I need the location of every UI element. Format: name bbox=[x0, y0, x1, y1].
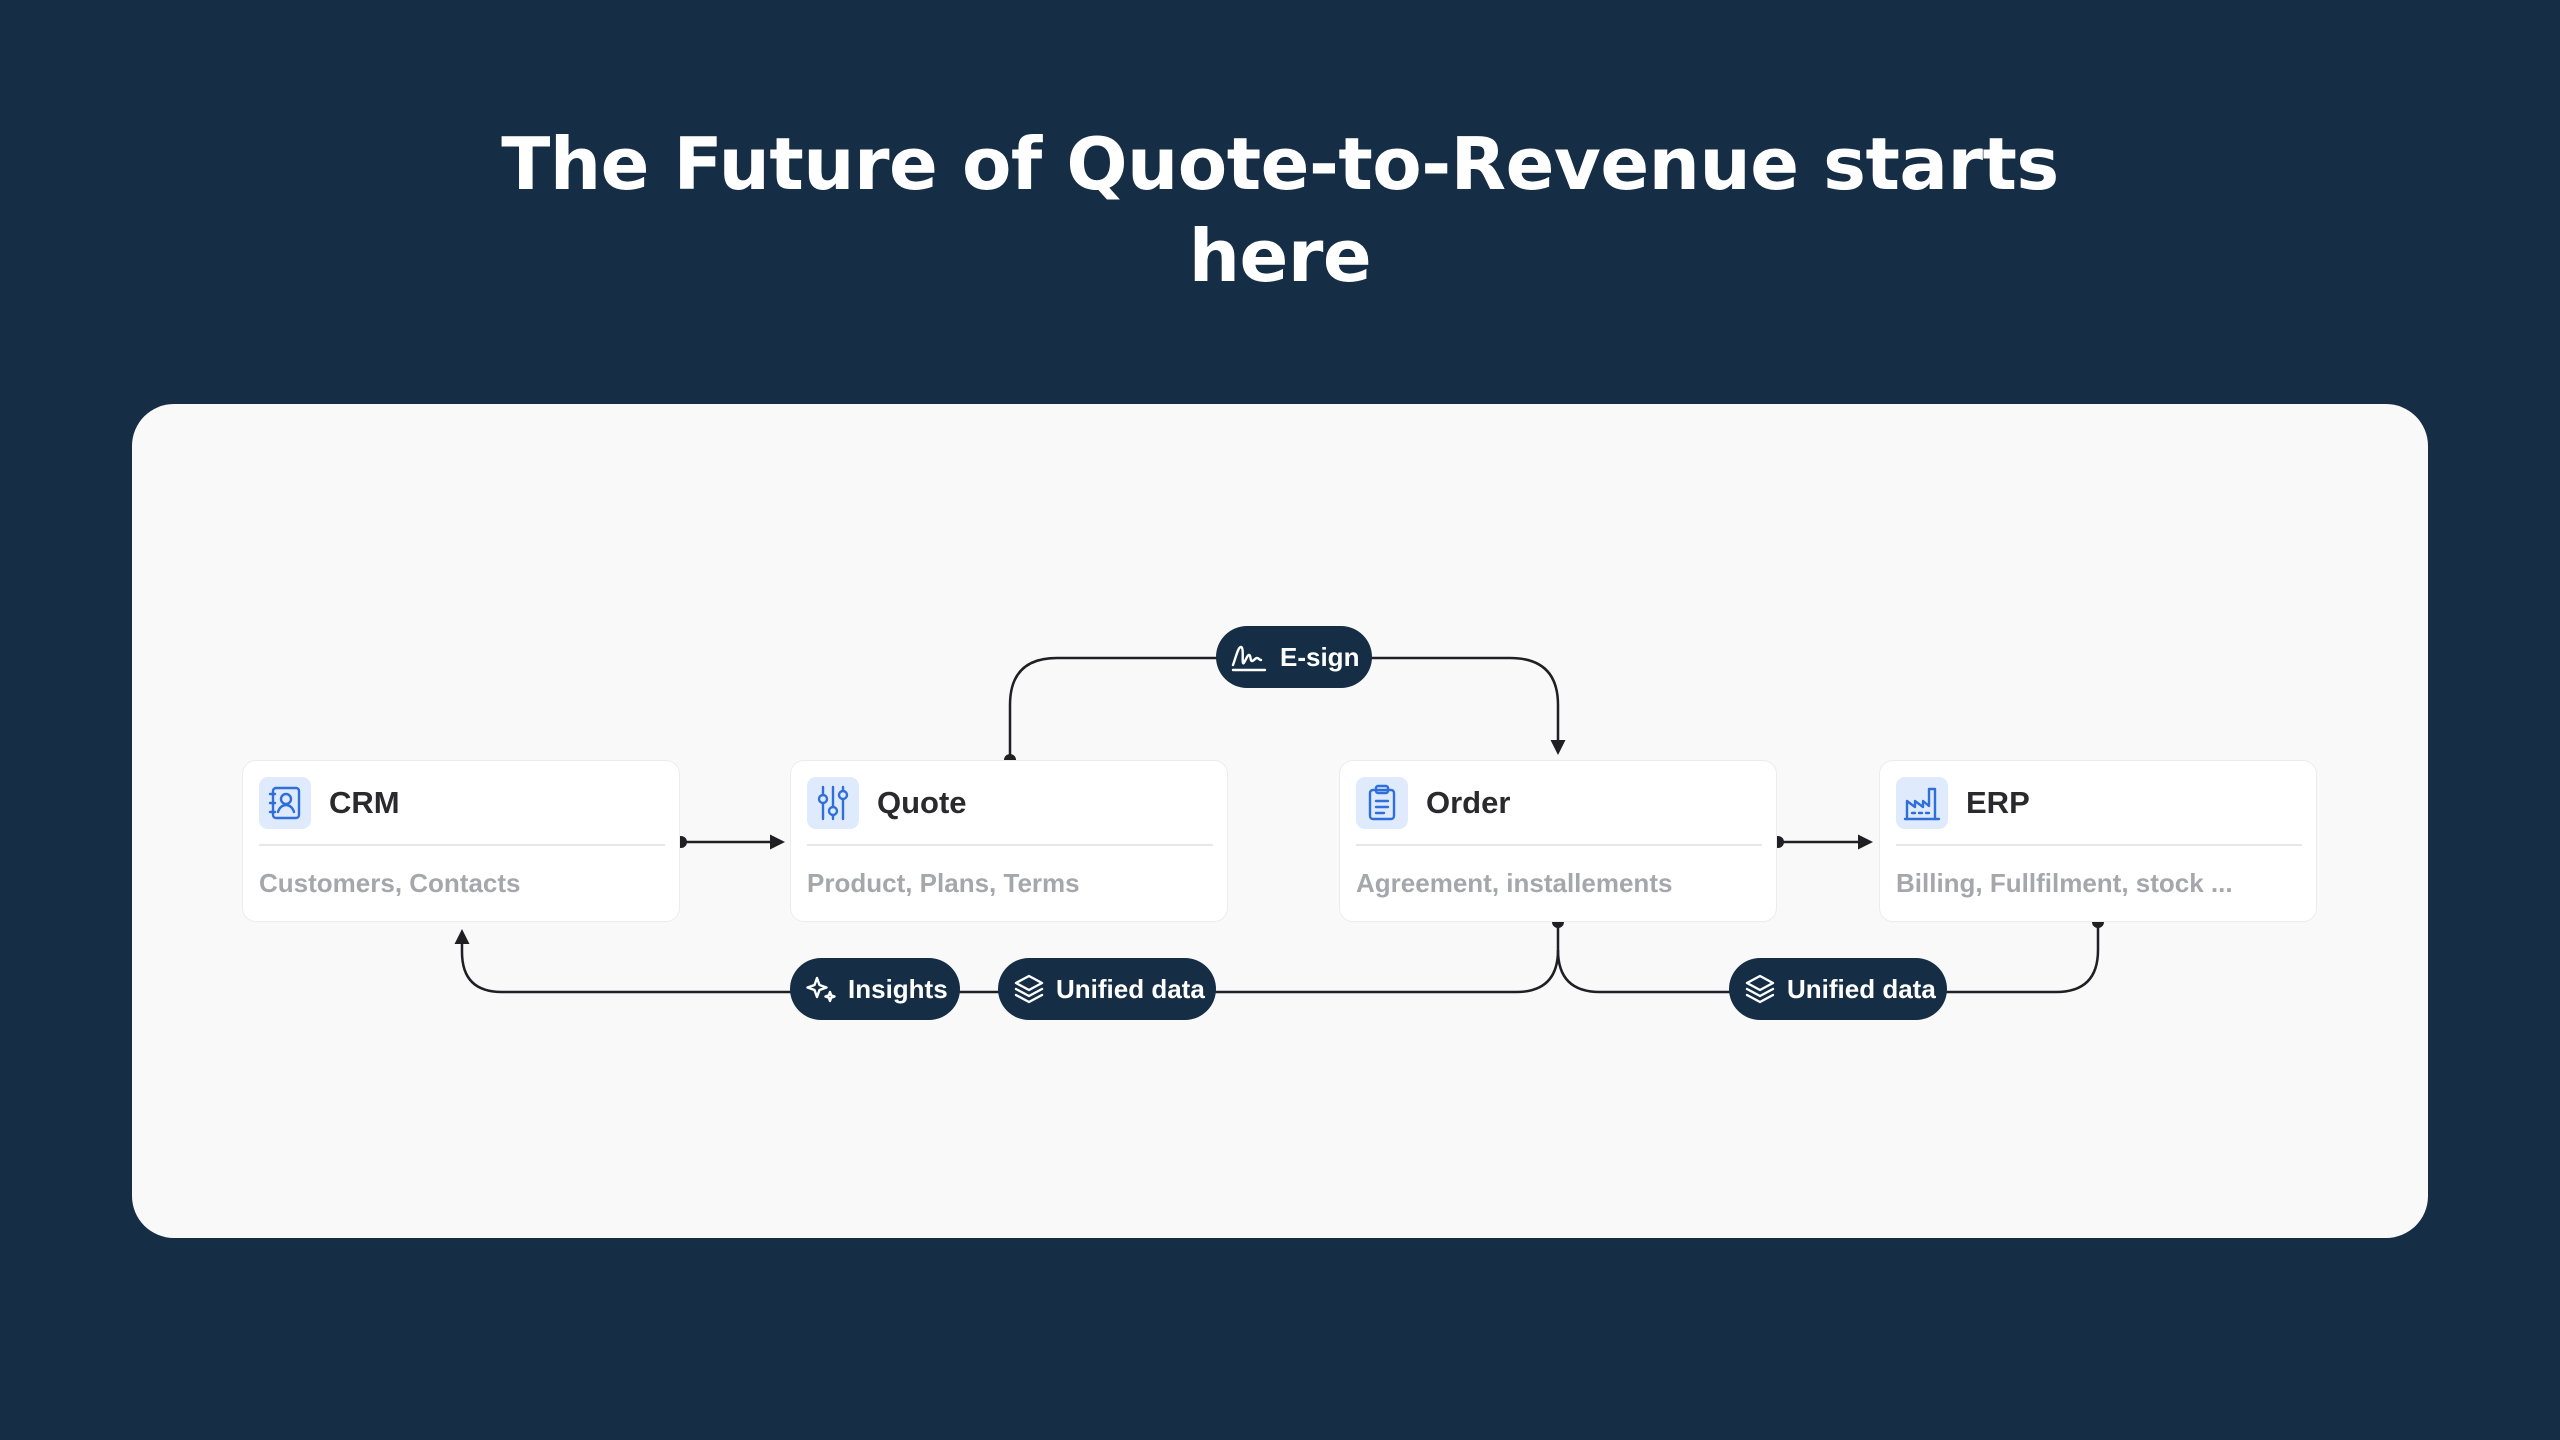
layers-icon bbox=[1745, 974, 1775, 1004]
wire-order-to-erp-data bbox=[1556, 922, 2100, 994]
node-subtitle: Billing, Fullfilment, stock ... bbox=[1896, 868, 2233, 898]
node-title: Order bbox=[1426, 785, 1511, 820]
node-crm[interactable]: CRM Customers, Contacts bbox=[242, 760, 680, 922]
page-title-line-2: here bbox=[1188, 214, 1372, 298]
node-title: Quote bbox=[877, 785, 967, 820]
divider bbox=[1896, 844, 2302, 846]
node-subtitle: Product, Plans, Terms bbox=[807, 868, 1080, 898]
factory-icon bbox=[1896, 777, 1948, 829]
node-subtitle: Customers, Contacts bbox=[259, 868, 521, 898]
page-title: The Future of Quote-to-Revenue starts he… bbox=[0, 118, 2560, 302]
node-subtitle: Agreement, installements bbox=[1356, 868, 1673, 898]
node-erp[interactable]: ERP Billing, Fullfilment, stock ... bbox=[1879, 760, 2317, 922]
esign-badge[interactable]: E-sign bbox=[1216, 626, 1372, 688]
divider bbox=[1356, 844, 1762, 846]
unified-data-badge[interactable]: Unified data bbox=[1729, 958, 1947, 1020]
signature-icon bbox=[1231, 645, 1267, 672]
sliders-icon bbox=[807, 777, 859, 829]
node-quote[interactable]: Quote Product, Plans, Terms bbox=[790, 760, 1228, 922]
insights-label: Insights bbox=[848, 973, 948, 1004]
divider bbox=[259, 844, 665, 846]
clipboard-icon bbox=[1356, 777, 1408, 829]
layers-icon bbox=[1014, 974, 1044, 1004]
contact-book-icon bbox=[259, 777, 311, 829]
node-title: ERP bbox=[1966, 785, 2030, 820]
node-title: CRM bbox=[329, 785, 400, 820]
page-title-line-1: The Future of Quote-to-Revenue starts bbox=[501, 122, 2059, 206]
unified-data-label: Unified data bbox=[1787, 973, 1936, 1004]
divider bbox=[807, 844, 1213, 846]
unified-data-badge[interactable]: Unified data bbox=[998, 958, 1216, 1020]
unified-data-label: Unified data bbox=[1056, 973, 1205, 1004]
sparkle-icon bbox=[806, 976, 836, 1003]
insights-badge[interactable]: Insights bbox=[790, 958, 960, 1020]
node-order[interactable]: Order Agreement, installements bbox=[1339, 760, 1777, 922]
esign-label: E-sign bbox=[1280, 641, 1360, 672]
